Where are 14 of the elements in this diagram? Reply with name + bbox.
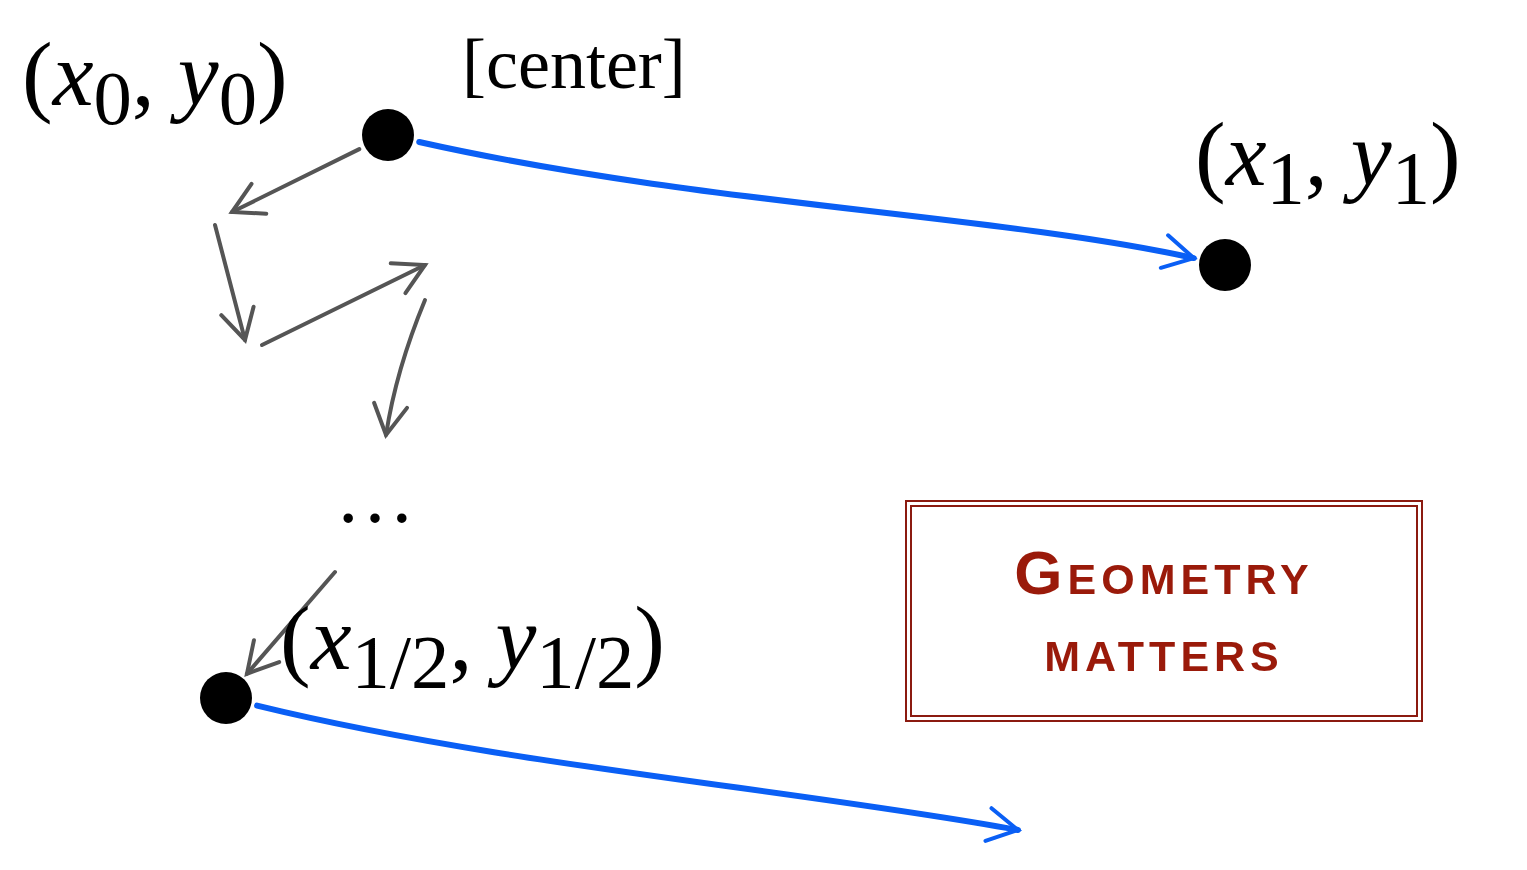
arrow	[230, 147, 362, 216]
arrow	[254, 702, 1021, 844]
point-label: (x$_{0}$, y$_{0}$)	[22, 28, 288, 139]
point-label: (x$_{1}$, y$_{1}$)	[1195, 108, 1461, 219]
ellipsis-text: …	[335, 455, 425, 535]
callout-text: Geometry matters	[1013, 536, 1315, 686]
arrow	[416, 139, 1197, 271]
point-label: [center]	[462, 28, 686, 100]
point-dot	[200, 672, 252, 724]
arrow	[244, 570, 337, 676]
point-dot	[362, 109, 414, 161]
point-dot	[1199, 239, 1251, 291]
point-label: (x$_{1/2}$, y$_{1/2}$)	[280, 592, 665, 703]
callout-box	[905, 500, 1423, 722]
